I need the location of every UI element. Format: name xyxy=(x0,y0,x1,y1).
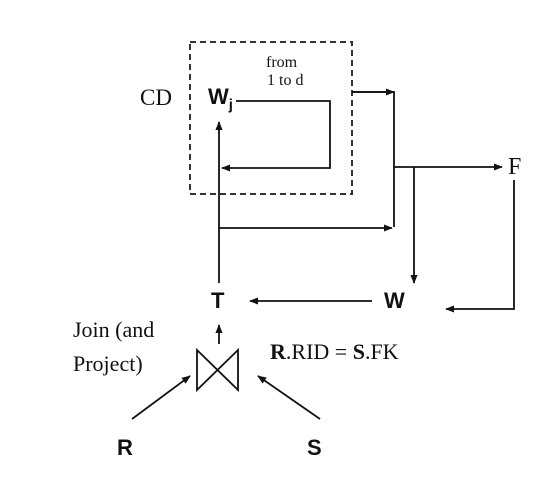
f-label: F xyxy=(508,154,522,180)
s-to-join-arrow xyxy=(257,375,321,420)
f-to-w-line xyxy=(445,180,515,313)
wj-label: Wj xyxy=(208,84,233,114)
t-label: T xyxy=(211,288,225,313)
r-label: R xyxy=(117,435,133,460)
condition-s: S xyxy=(352,339,365,364)
cd-dashed-box xyxy=(189,41,353,195)
join-label-line2: Project) xyxy=(73,351,143,376)
inner-loop-line xyxy=(221,100,331,172)
s-label: S xyxy=(307,435,322,460)
join-bowtie-icon xyxy=(196,347,239,393)
wj-main: W xyxy=(208,84,229,109)
r-to-join-arrow xyxy=(131,375,191,420)
condition-rid: .RID = xyxy=(285,339,353,364)
w-label: W xyxy=(384,288,405,313)
loop-label-line1: from xyxy=(266,54,298,71)
condition-fk: .FK xyxy=(364,339,399,364)
cd-label: CD xyxy=(140,85,172,110)
wj-to-w-line xyxy=(352,91,395,227)
join-label-line1: Join (and xyxy=(73,317,155,342)
wj-subscript: j xyxy=(228,96,233,114)
join-condition: R.RID = S.FK xyxy=(270,341,399,363)
loop-label-line2: 1 to d xyxy=(267,72,304,89)
condition-r: R xyxy=(270,339,286,364)
